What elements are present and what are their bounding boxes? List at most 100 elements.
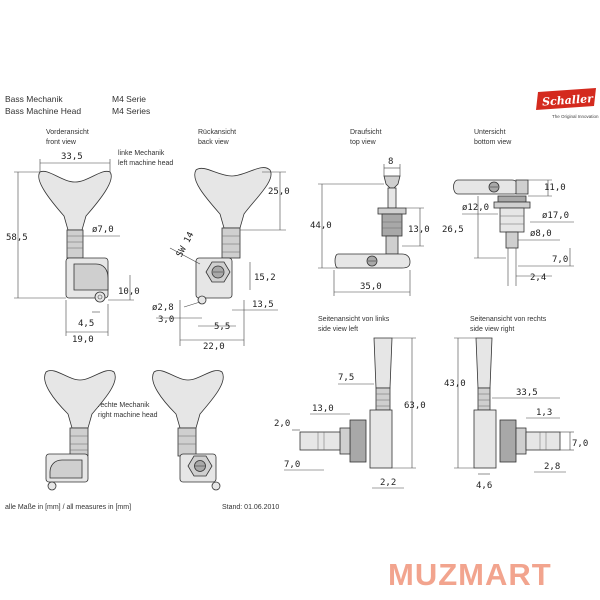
right-back-key [152, 370, 224, 429]
dim-back-inner: 5,5 [214, 322, 230, 332]
dim-back-width: 22,0 [203, 342, 225, 352]
dim-top-height: 44,0 [310, 221, 332, 231]
side-right-flange [499, 419, 517, 463]
side-right-drawing: 43,0 33,5 1,3 7,0 2,8 4,6 [444, 337, 588, 491]
dim-sl-70: 7,0 [284, 460, 300, 470]
side-right-gearbox [473, 409, 497, 469]
dim-sr-46: 4,6 [476, 481, 492, 491]
label-front-en: front view [46, 139, 77, 146]
right-back-screw-hole [211, 481, 221, 491]
label-sideleft-en: side view left [318, 326, 358, 333]
front-key [38, 170, 112, 231]
dim-bot-7: 7,0 [552, 255, 568, 265]
label-top-de: Draufsicht [350, 129, 382, 136]
bottom-nut [515, 179, 529, 195]
top-bushing [377, 207, 407, 215]
dim-front-bracket: 10,0 [118, 287, 140, 297]
label-right-de: rechte Mechanik [98, 402, 150, 409]
back-screw-hole [197, 295, 207, 305]
dim-top-width: 8 [388, 157, 393, 167]
title-de: Bass Mechanik [5, 94, 63, 104]
dim-front-height: 58,5 [6, 233, 28, 243]
side-left-flange [349, 419, 367, 463]
right-front-drawing [44, 370, 116, 491]
bottom-bushing [499, 207, 525, 233]
dim-bot-dia8: ø8,0 [530, 229, 552, 239]
front-screw-hole [94, 291, 106, 303]
right-back-shaft [177, 427, 197, 457]
dim-bot-dia12: ø12,0 [462, 203, 489, 213]
back-key [194, 167, 272, 229]
footer-date: Stand: 01.06.2010 [222, 504, 279, 511]
dim-sl-630: 63,0 [404, 401, 426, 411]
label-sideright-de: Seitenansicht von rechts [470, 316, 547, 323]
logo-brand: Schaller [542, 92, 595, 109]
watermark: MUZMART [388, 557, 552, 592]
dim-front-offset: 4,5 [78, 319, 94, 329]
side-left-gearbox [369, 409, 393, 469]
label-right-en: right machine head [98, 412, 158, 419]
top-shaft [385, 235, 399, 255]
label-left-de: linke Mechanik [118, 150, 165, 157]
label-sideright-en: side view right [470, 326, 514, 333]
side-left-key [373, 337, 393, 389]
dim-back-sw: SW 14 [175, 231, 197, 260]
right-front-key [44, 370, 116, 429]
dim-sl-130: 13,0 [312, 404, 334, 414]
dim-front-post: ø7,0 [92, 225, 114, 235]
title-en: Bass Machine Head [5, 106, 81, 116]
dim-back-height: 25,0 [268, 187, 290, 197]
dim-top-length: 35,0 [360, 282, 382, 292]
label-front-de: Vorderansicht [46, 129, 89, 136]
back-view-drawing: 25,0 SW 14 15,2 13,5 ø2,8 3,0 5,5 22,0 [152, 167, 290, 352]
label-top-en: top view [350, 139, 377, 146]
side-right-post [525, 431, 561, 451]
side-left-drawing: 7,5 13,0 2,0 63,0 7,0 2,2 [274, 337, 426, 489]
front-view-drawing: 33,5 58,5 ø7,0 10,0 19,0 4,5 [6, 152, 140, 345]
right-front-screw-hole [47, 481, 57, 491]
bottom-key [453, 179, 520, 195]
dim-sr-28: 2,8 [544, 462, 560, 472]
top-post [387, 187, 397, 209]
side-left-post [299, 431, 341, 451]
top-view-drawing: 8 44,0 13,0 35,0 [310, 157, 430, 296]
logo-tagline: The Original Innovation [552, 114, 599, 119]
right-front-shaft [69, 427, 89, 457]
side-right-shaft [477, 387, 491, 411]
dim-sl-20: 2,0 [274, 419, 290, 429]
dim-sr-13: 1,3 [536, 408, 552, 418]
label-sideleft-de: Seitenansicht von links [318, 316, 390, 323]
label-back-de: Rückansicht [198, 129, 236, 136]
side-left-bushing [339, 427, 351, 455]
front-shaft [66, 229, 84, 259]
dim-bot-len: 26,5 [442, 225, 464, 235]
dim-bot-24: 2,4 [530, 273, 546, 283]
label-bottom-de: Untersicht [474, 129, 506, 136]
dim-sr-70: 7,0 [572, 439, 588, 449]
dim-back-offset: 3,0 [158, 315, 174, 325]
label-left-en: left machine head [118, 160, 173, 167]
logo-badge [536, 88, 596, 110]
right-back-drawing [152, 370, 224, 491]
bottom-view-drawing: 11,0 ø12,0 ø17,0 ø8,0 26,5 7,0 2,4 [442, 179, 574, 286]
back-shaft [221, 227, 241, 259]
bottom-post [505, 231, 519, 249]
sheet-header: Bass Mechanik Bass Machine Head M4 Serie… [5, 94, 150, 116]
dim-back-hole: 15,2 [254, 273, 276, 283]
top-key-cap [383, 175, 401, 189]
series-en: M4 Series [112, 106, 150, 116]
front-bracket [73, 263, 109, 291]
dim-sl-22: 2,2 [380, 478, 396, 488]
bottom-ring-12 [497, 195, 527, 203]
dim-front-width: 33,5 [61, 152, 83, 162]
dim-top-post: 13,0 [408, 225, 430, 235]
sheet-footer: alle Maße in [mm] / all measures in [mm]… [5, 504, 279, 511]
dim-bot-dia17: ø17,0 [542, 211, 569, 221]
view-labels: Vorderansicht front view linke Mechanik … [46, 129, 547, 419]
label-back-en: back view [198, 139, 230, 146]
dim-front-base: 19,0 [72, 335, 94, 345]
schaller-logo: Schaller The Original Innovation [536, 88, 599, 119]
dim-sl-75: 7,5 [338, 373, 354, 383]
side-left-shaft [375, 387, 391, 411]
